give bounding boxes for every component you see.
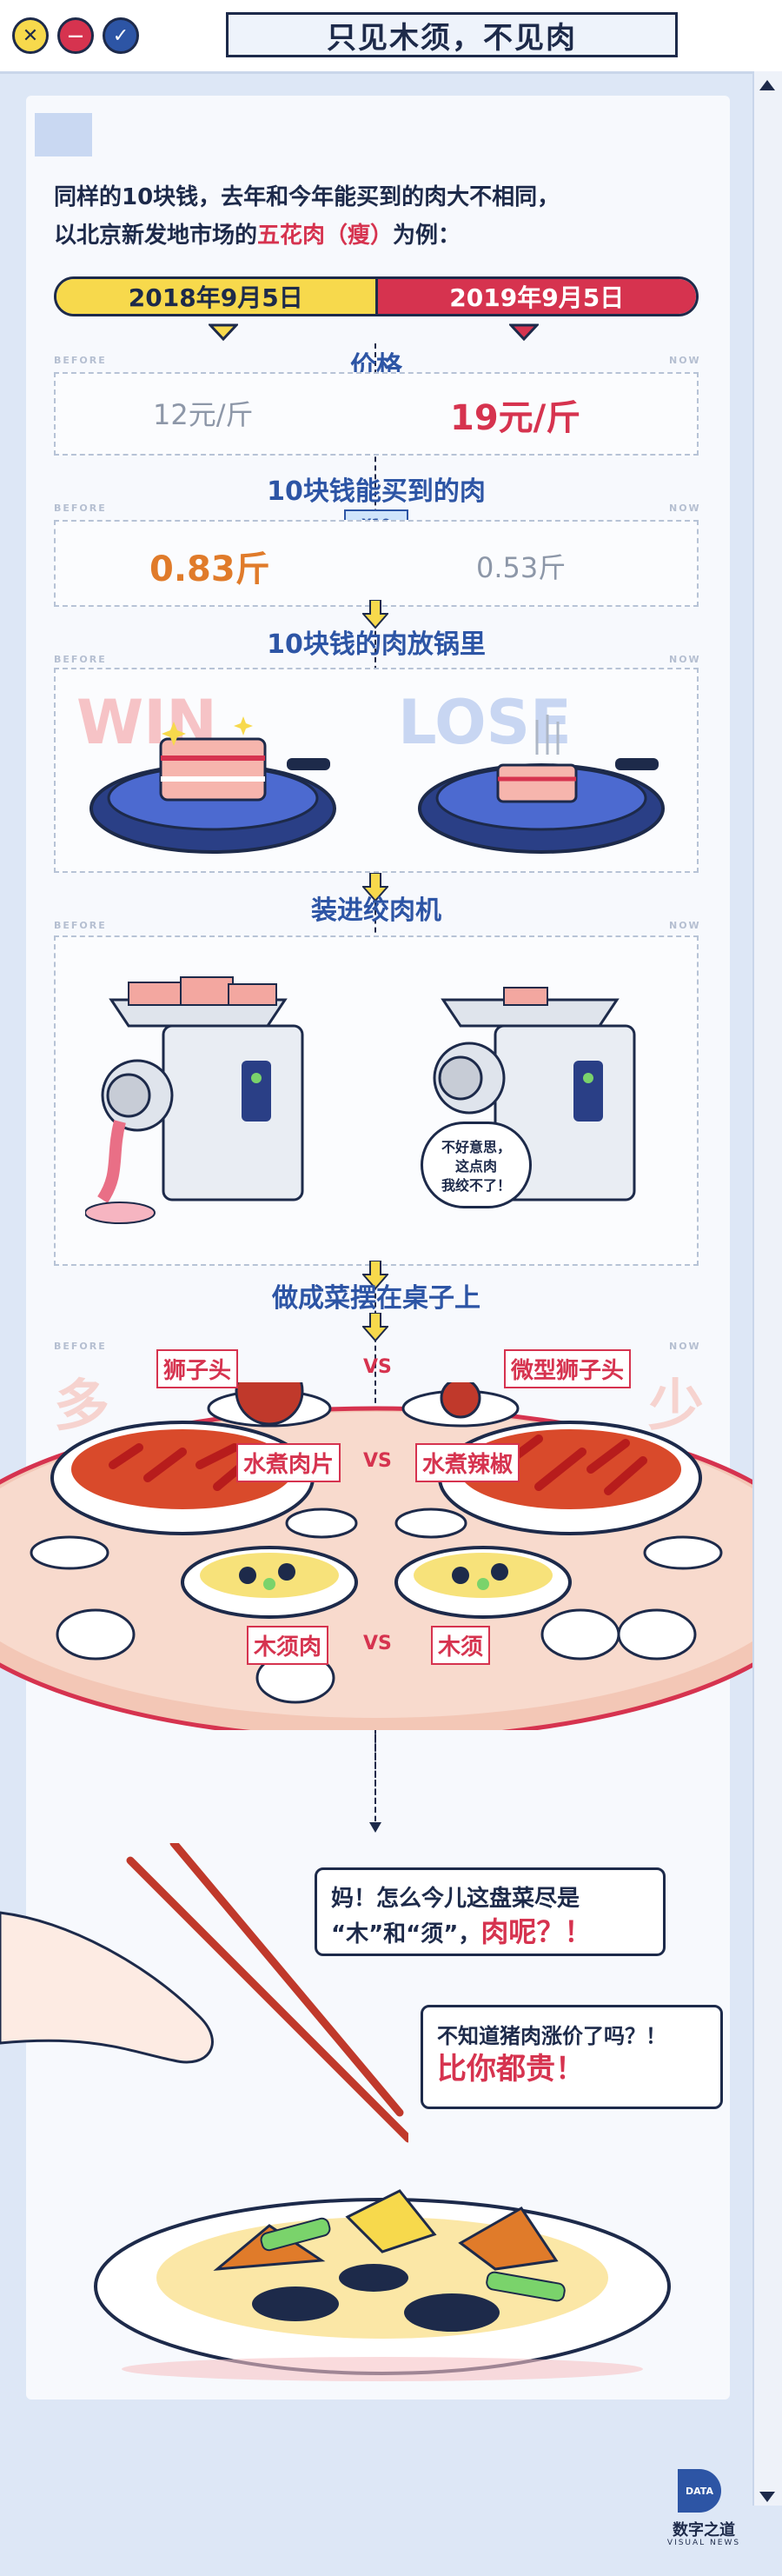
date-bar: 2018年9月5日 2019年9月5日 [54,276,699,316]
less-watermark: 少 [648,1375,704,1439]
intro-text: 同样的10块钱，去年和今年能买到的肉大不相同， 以北京新发地市场的五花肉（瘦）为… [54,178,714,255]
scroll-down-icon[interactable] [759,2492,775,2502]
arrow-down-icon [362,873,388,902]
brand-logo-letters: DATA [686,2485,713,2497]
dish-lion-head: 狮子头 [156,1349,239,1388]
tag-now: NOW [669,355,701,366]
mom-speech-bubble: 不知道猪肉涨价了吗？！ 比你都贵！ [421,2005,723,2109]
timeline-line [374,1734,376,1830]
meat-name: 五花肉（瘦） [257,223,394,249]
date-before: 2018年9月5日 [56,279,375,314]
tag-now: NOW [669,1341,701,1352]
intro-line2: 以北京新发地市场的五花肉（瘦）为例： [54,223,461,249]
grinder-speech-bubble: 不好意思， 这点肉 我绞不了！ [421,1122,532,1208]
timeline-end-icon [369,1822,381,1833]
arrow-down-icon [362,1313,388,1342]
dinner-table-icon [0,1382,752,1730]
scroll-up-icon[interactable] [759,80,775,90]
before-pointer-icon [209,323,238,341]
arrow-down-icon [362,600,388,629]
window-title: 只见木须，不见肉 [226,12,678,57]
muxu-plate-icon [94,2189,671,2381]
price-now: 19元/斤 [450,398,581,438]
table-title: 做成菜摆在桌子上 [272,1283,480,1314]
hand-chopsticks-icon [0,1843,408,2143]
vs-label: VS [363,1356,392,1378]
buy-title: 10块钱能买到的肉 [267,476,486,507]
tag-now: NOW [669,503,701,514]
tag-before: BEFORE [54,654,107,665]
close-button[interactable]: ✕ [12,17,49,54]
intro-line1: 同样的10块钱，去年和今年能买到的肉大不相同， [54,184,560,210]
tag-now: NOW [669,654,701,665]
minimize-icon: — [68,26,83,45]
close-icon: ✕ [22,24,39,47]
dish-boiled-pork: 水煮肉片 [236,1443,341,1482]
kid-speech-bubble: 妈！怎么今儿这盘菜尽是 “木”和“须”，肉呢？！ [315,1867,666,1956]
arrow-down-icon [362,1261,388,1290]
vs-label: VS [363,1633,392,1654]
dish-muxu-pork: 木须肉 [247,1626,329,1665]
check-icon: ✓ [112,24,129,47]
lose-watermark: LOSE [398,687,572,758]
buy-now: 0.53斤 [476,551,567,584]
now-pointer-icon [509,323,539,341]
brand-logo-icon: DATA [678,2469,721,2513]
tag-before: BEFORE [54,920,107,931]
tag-before: BEFORE [54,355,107,366]
wok-small-meat-icon [418,715,665,854]
date-now: 2019年9月5日 [374,279,696,314]
vertical-scrollbar[interactable] [752,71,782,2506]
more-watermark: 多 [54,1375,109,1439]
dish-mini-lion-head: 微型狮子头 [504,1349,632,1388]
panel-accent [35,113,92,156]
tag-now: NOW [669,920,701,931]
grinder-title: 装进绞肉机 [311,895,441,926]
vs-label: VS [363,1450,392,1472]
confirm-button[interactable]: ✓ [103,17,139,54]
grinder-full-icon [85,976,304,1224]
buy-before: 0.83斤 [149,549,270,589]
price-before: 12元/斤 [153,398,254,431]
tag-before: BEFORE [54,503,107,514]
wok-big-meat-icon [89,716,336,854]
brand-name: 数字之道 [673,2521,735,2539]
wok-title: 10块钱的肉放锅里 [267,629,486,660]
price-box [54,372,699,456]
tag-before: BEFORE [54,1341,107,1352]
brand-subtitle: VISUAL NEWS [666,2539,741,2547]
minimize-button[interactable]: — [57,17,94,54]
dish-muxu: 木须 [431,1626,491,1665]
dish-boiled-pepper: 水煮辣椒 [415,1443,520,1482]
